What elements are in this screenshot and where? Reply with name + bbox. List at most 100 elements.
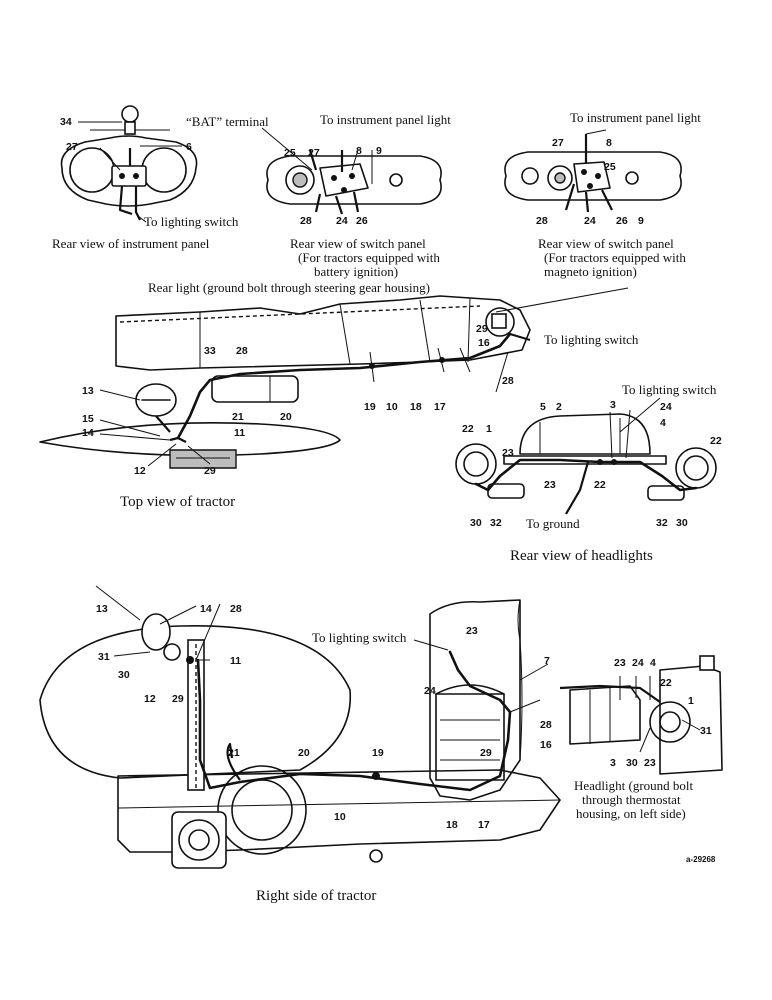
rear-right-headlight	[675, 447, 717, 489]
top-view-tractor	[39, 295, 531, 469]
part-number: 31	[98, 651, 110, 663]
caption-switch-magneto-1: Rear view of switch panel	[538, 236, 674, 251]
part-number: 24	[632, 657, 644, 669]
callout-bat-terminal: “BAT” terminal	[186, 114, 269, 129]
callout-to-ground: To ground	[526, 516, 580, 531]
part-number: 19	[372, 747, 384, 759]
callout-to-instrument-light-2: To instrument panel light	[570, 110, 701, 125]
ammeter-block	[111, 165, 147, 187]
rear-left-headlight	[455, 443, 497, 485]
part-number: 25	[604, 161, 616, 173]
part-number: 26	[616, 215, 628, 227]
part-number: 29	[480, 747, 492, 759]
part-number: 34	[60, 116, 72, 128]
part-number: 30	[626, 757, 638, 769]
figure-id: a-29268	[686, 855, 716, 864]
part-number: 32	[490, 517, 502, 529]
part-number: 31	[700, 725, 712, 737]
part-number: 16	[540, 739, 552, 751]
part-number: 9	[638, 215, 644, 227]
part-number: 17	[434, 401, 446, 413]
part-number: 22	[660, 677, 672, 689]
part-number: 28	[536, 215, 548, 227]
part-number: 20	[280, 411, 292, 423]
part-number: 21	[232, 411, 244, 423]
caption-rear-headlights: Rear view of headlights	[510, 548, 653, 564]
part-number: 28	[230, 603, 242, 615]
callout-to-lighting-switch-top: To lighting switch	[544, 332, 639, 347]
switch-panel-battery-view	[261, 127, 442, 215]
part-number: 14	[200, 603, 212, 615]
part-number: 29	[204, 465, 216, 477]
part-number: 18	[410, 401, 422, 413]
instrument-panel-housing	[60, 135, 198, 207]
part-number: 21	[228, 747, 240, 759]
side-frame	[117, 769, 561, 853]
part-number: 11	[234, 427, 245, 439]
callout-rear-light: Rear light (ground bolt through steering…	[148, 280, 430, 295]
part-number: 1	[688, 695, 694, 707]
caption-switch-magneto-3: magneto ignition)	[544, 264, 637, 279]
part-number: 24	[336, 215, 348, 227]
headlight-detail-view	[559, 655, 723, 775]
part-number: 27	[66, 141, 78, 153]
part-number: 16	[478, 337, 490, 349]
side-harness	[196, 650, 512, 792]
part-number: 23	[544, 479, 556, 491]
part-number: 23	[614, 657, 626, 669]
side-rear-wheel	[217, 765, 307, 855]
part-number: 27	[552, 137, 564, 149]
part-number: 28	[300, 215, 312, 227]
detail-headlight	[649, 701, 691, 743]
part-number: 13	[96, 603, 108, 615]
gauge-left	[69, 147, 115, 193]
part-number: 17	[478, 819, 490, 831]
switch-panel-magneto-view	[504, 129, 682, 213]
part-number: 3	[610, 399, 616, 411]
switch-panel-housing-magneto	[504, 151, 682, 201]
switch-panel-housing-battery	[266, 155, 442, 205]
part-number: 25	[284, 147, 296, 159]
instrument-light-bulb	[121, 105, 139, 123]
caption-right-side: Right side of tractor	[256, 888, 376, 904]
caption-headlight-3: housing, on left side)	[576, 806, 686, 821]
part-number: 4	[660, 417, 666, 429]
callout-to-lighting-switch-side: To lighting switch	[312, 630, 407, 645]
gauge-right	[141, 147, 187, 193]
part-number: 11	[230, 655, 241, 667]
part-number: 22	[462, 423, 474, 435]
part-number: 10	[386, 401, 398, 413]
rear-view-harness	[474, 458, 698, 492]
part-number: 29	[172, 693, 184, 705]
part-number: 2	[556, 401, 562, 413]
rear-headlights-view	[455, 409, 717, 515]
part-number: 24	[424, 685, 436, 697]
callout-to-lighting-switch-rear: To lighting switch	[622, 382, 717, 397]
part-number: 26	[356, 215, 368, 227]
part-number: 24	[660, 401, 672, 413]
caption-headlight-2: through thermostat	[582, 792, 681, 807]
side-engine-block	[429, 599, 521, 801]
part-number: 6	[186, 141, 192, 153]
caption-switch-battery-2: (For tractors equipped with	[298, 250, 440, 265]
instrument-panel-view	[60, 105, 198, 223]
part-number: 1	[486, 423, 492, 435]
part-number: 12	[134, 465, 146, 477]
part-number: 30	[470, 517, 482, 529]
part-number: 24	[584, 215, 596, 227]
part-number: 33	[204, 345, 216, 357]
callout-to-instrument-light-1: To instrument panel light	[320, 112, 451, 127]
callout-to-lighting-switch-panel: To lighting switch	[144, 214, 239, 229]
part-number: 3	[610, 757, 616, 769]
top-view-harness	[176, 332, 512, 440]
caption-switch-magneto-2: (For tractors equipped with	[544, 250, 686, 265]
caption-top-view: Top view of tractor	[120, 494, 235, 510]
part-number: 13	[82, 385, 94, 397]
side-front-axle-oval	[39, 624, 352, 779]
part-number: 22	[594, 479, 606, 491]
part-number: 29	[476, 323, 488, 335]
part-number: 23	[466, 625, 478, 637]
rear-view-radiator-top	[519, 413, 651, 455]
part-number: 28	[502, 375, 514, 387]
